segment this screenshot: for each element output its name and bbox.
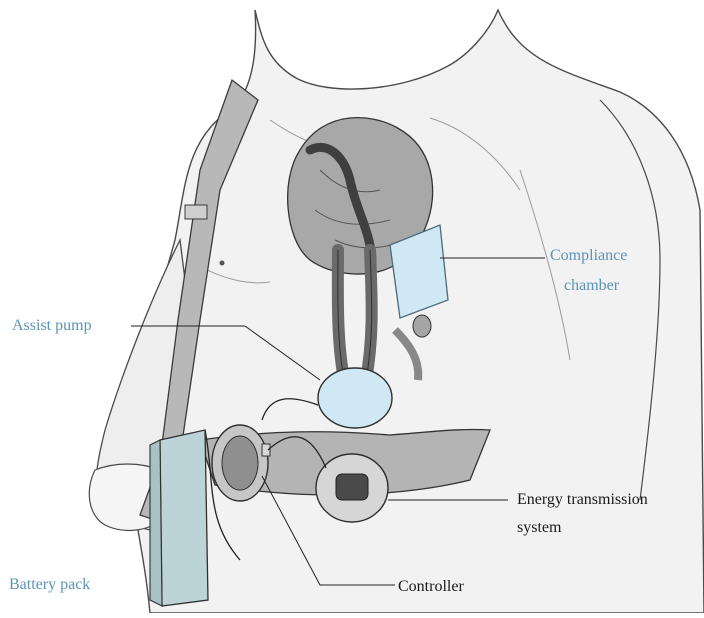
battery-pack [160, 430, 208, 606]
label-battery-pack: Battery pack [9, 575, 90, 594]
label-compliance-chamber-2: chamber [564, 276, 619, 295]
chamber-port [413, 315, 431, 337]
label-compliance-chamber-1: Compliance [550, 246, 627, 265]
label-energy-transmission-2: system [517, 518, 561, 537]
label-assist-pump: Assist pump [12, 316, 92, 335]
nipple [220, 261, 225, 266]
assist-pump [318, 368, 392, 428]
strap-buckle [185, 205, 207, 219]
label-controller: Controller [398, 577, 464, 596]
label-energy-transmission-1: Energy transmission [517, 490, 648, 509]
